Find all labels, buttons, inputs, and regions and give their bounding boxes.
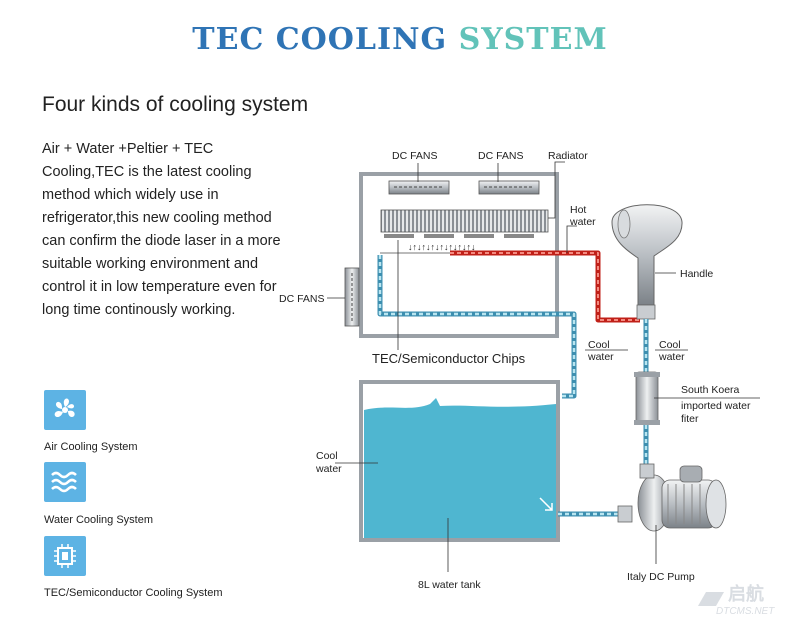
label-hot-water-2: water bbox=[569, 216, 596, 228]
label-pump: Italy DC Pump bbox=[627, 571, 695, 583]
label-cool-water-pipe-1: Cool bbox=[588, 339, 610, 351]
label-tank-cool-2: water bbox=[315, 463, 342, 475]
laser-handle bbox=[611, 204, 683, 320]
label-dc-fans-side: DC FANS bbox=[279, 293, 325, 305]
label-tank-cool-1: Cool bbox=[316, 450, 338, 462]
radiator bbox=[380, 209, 549, 233]
title-part-2: SYSTEM bbox=[458, 22, 608, 57]
tec-chip-arrows: ↓↑↓↑↓↑↓↑↓↑↓↑↓↑↓ bbox=[408, 242, 476, 252]
water-tank bbox=[359, 380, 560, 542]
label-filter-2: imported water bbox=[681, 400, 751, 412]
legend-label-water: Water Cooling System bbox=[44, 514, 154, 526]
label-handle: Handle bbox=[680, 268, 713, 280]
page-title: TEC COOLING SYSTEM bbox=[0, 22, 800, 57]
label-cool-water-handle-2: water bbox=[658, 351, 685, 363]
cool-water-pipe bbox=[377, 255, 577, 399]
tec-chips bbox=[384, 234, 534, 238]
hot-water-pipe bbox=[450, 250, 640, 323]
legend-label-tec: TEC/Semiconductor Cooling System bbox=[44, 587, 223, 599]
watermark-text: 启航 bbox=[728, 583, 764, 604]
label-tec-chips: TEC/Semiconductor Chips bbox=[372, 351, 526, 366]
chip-icon bbox=[44, 536, 86, 576]
watermark-url: DTCMS.NET bbox=[716, 606, 775, 617]
watermark: 启航 DTCMS.NET bbox=[698, 583, 775, 617]
title-part-1: TEC COOLING bbox=[192, 22, 448, 57]
label-hot-water-1: Hot bbox=[570, 204, 586, 216]
label-cool-water-pipe-2: water bbox=[587, 351, 614, 363]
dc-pump bbox=[617, 463, 727, 532]
fan-icon bbox=[44, 390, 86, 430]
label-filter-3: fiter bbox=[681, 413, 699, 425]
dc-fan-top-right bbox=[478, 180, 540, 195]
dc-fan-side bbox=[344, 267, 360, 327]
dc-fan-top-left bbox=[388, 180, 450, 195]
legend-label-air: Air Cooling System bbox=[44, 441, 138, 453]
label-radiator: Radiator bbox=[548, 150, 588, 162]
water-filter bbox=[634, 371, 660, 425]
section-subtitle: Four kinds of cooling system bbox=[42, 93, 309, 116]
water-waves-icon bbox=[44, 462, 86, 502]
label-filter-1: South Koera bbox=[681, 384, 740, 396]
description-text: Air + Water +Peltier + TEC Cooling,TEC i… bbox=[42, 141, 281, 318]
label-tank: 8L water tank bbox=[418, 579, 481, 591]
label-cool-water-handle-1: Cool bbox=[659, 339, 681, 351]
label-dc-fans-1: DC FANS bbox=[392, 150, 438, 162]
label-dc-fans-2: DC FANS bbox=[478, 150, 524, 162]
